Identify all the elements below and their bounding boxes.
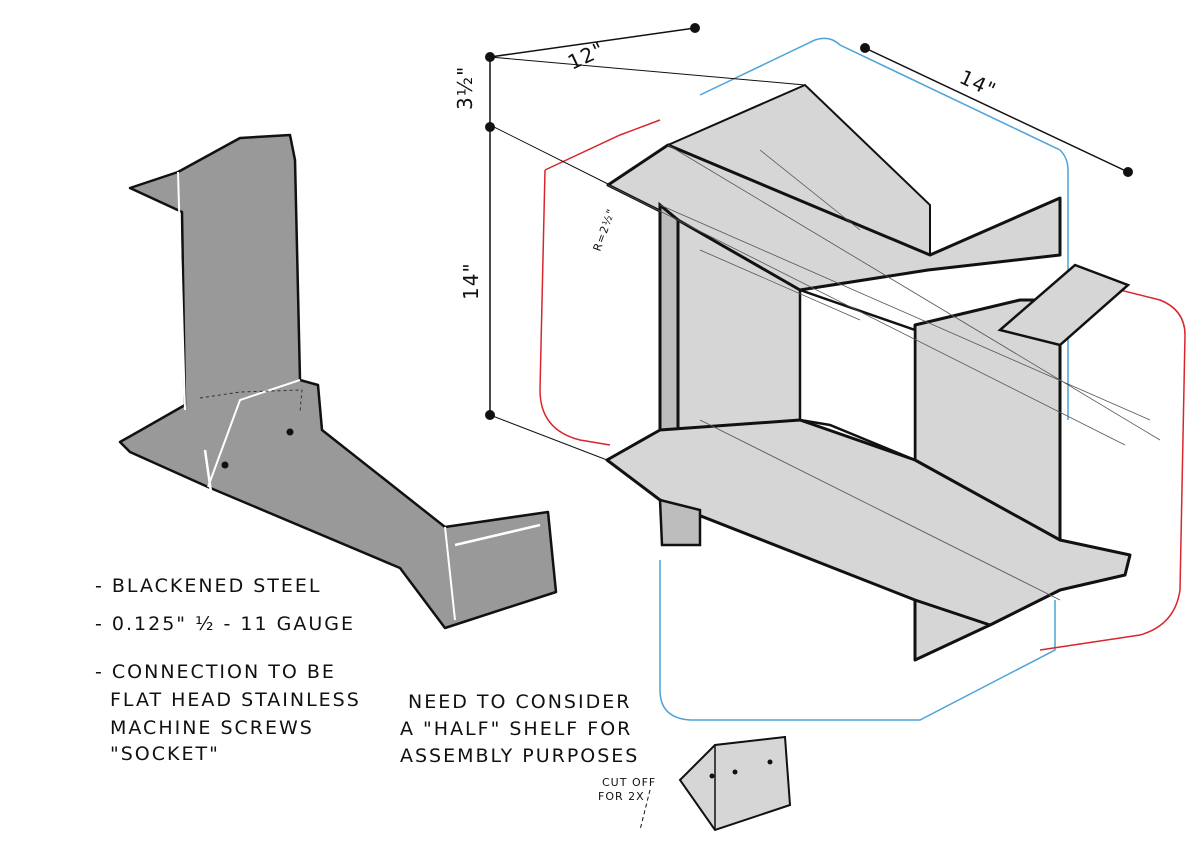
bracket-dashed-fold — [199, 389, 303, 413]
extension-line — [489, 414, 608, 461]
right-flange — [997, 263, 1131, 347]
dim-tick — [690, 23, 700, 33]
center-opening — [798, 288, 917, 462]
blue-overlay-outline — [659, 37, 1069, 721]
screw-hole — [709, 773, 715, 779]
note-connection-2: FLAT HEAD STAINLESS — [110, 689, 361, 711]
dim-tick — [485, 52, 495, 62]
screw-hole — [767, 759, 773, 765]
dim-label-height: 14" — [459, 262, 483, 300]
red-overlay-outline — [539, 119, 1186, 651]
shelf-module-sketch — [539, 37, 1186, 721]
note-half-shelf-1: NEED TO CONSIDER — [408, 691, 631, 713]
note-half-shelf-2: A "HALF" SHELF FOR — [400, 718, 632, 740]
dim-tick — [860, 43, 870, 53]
note-connection-1: - CONNECTION TO BE — [95, 661, 336, 683]
bottom-flange — [658, 498, 702, 547]
note-connection-3: MACHINE SCREWS — [110, 717, 314, 739]
dim-label-width-right: 14" — [956, 65, 1000, 103]
screw-hole — [286, 428, 294, 436]
screw-hole — [221, 461, 229, 469]
bracket-edge-highlight — [132, 194, 541, 547]
bracket-fold-line — [177, 171, 456, 621]
half-shelf-detail — [639, 735, 792, 832]
dim-line-width — [489, 27, 696, 58]
extension-line — [489, 124, 611, 186]
dim-label-depth: 3½" — [453, 66, 477, 110]
dim-label-width: 12" — [564, 37, 608, 75]
top-shelf — [606, 143, 1062, 292]
detail-bracket — [678, 735, 792, 832]
extension-line — [489, 56, 806, 86]
steel-bracket-sketch — [118, 133, 558, 630]
note-material: - BLACKENED STEEL — [95, 575, 322, 597]
dim-tick — [485, 410, 495, 420]
note-half-shelf-3: ASSEMBLY PURPOSES — [400, 745, 639, 767]
dim-tick — [1123, 167, 1133, 177]
note-connection-4: "SOCKET" — [110, 743, 220, 765]
dimension-lines — [485, 23, 1133, 461]
construction-lines — [607, 144, 1161, 601]
note-thickness: - 0.125" ½ - 11 GAUGE — [95, 613, 355, 635]
bottom-shelf — [605, 418, 1132, 627]
note-cut-off-1: CUT OFF — [602, 776, 656, 789]
note-cut-off-2: FOR 2X — [598, 790, 645, 803]
screw-hole — [732, 769, 738, 775]
dim-line-width-right — [864, 47, 1129, 173]
radius-note: R=2½" — [591, 207, 618, 253]
dim-tick — [485, 122, 495, 132]
bracket-body — [118, 133, 558, 630]
